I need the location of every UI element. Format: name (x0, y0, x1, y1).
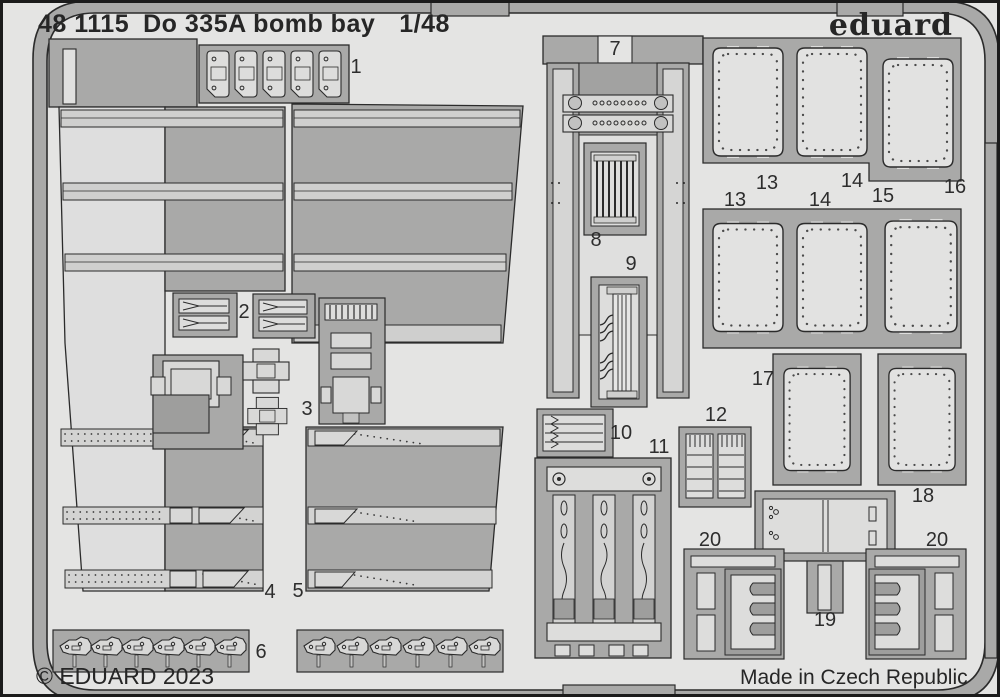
part-number-label: 15 (871, 185, 895, 207)
panel-14 (795, 46, 869, 158)
panel-row-2 (702, 208, 962, 349)
frame-right-strip (984, 142, 997, 659)
brand-logo: eduard (828, 8, 953, 43)
part-1-clips (198, 44, 350, 104)
part-number-label: 3 (301, 398, 313, 420)
part-number-label: 20 (698, 529, 722, 551)
part-number-label: 7 (609, 38, 621, 60)
part-number-label: 14 (840, 170, 864, 192)
etched-slot (62, 48, 77, 105)
sheet-scale: 1/48 (399, 10, 450, 38)
part-number-label: 19 (813, 609, 837, 631)
door-panel-dark-upper-right (291, 103, 524, 344)
part-3-assembly (150, 297, 386, 450)
part-2-forks (172, 292, 316, 339)
part-number-label: 17 (751, 368, 775, 390)
copyright-text: © EDUARD 2023 (36, 663, 215, 689)
part-6-hinges (52, 629, 504, 673)
part-number-label: 2 (238, 301, 250, 323)
dotted-bars (562, 94, 674, 133)
panel-16 (881, 55, 955, 171)
panel-row-3 (772, 353, 967, 486)
origin-text: Made in Czech Republic (740, 666, 968, 689)
part-number-label: 20 (925, 529, 949, 551)
panel-15 (883, 217, 959, 336)
part-10-comb (536, 408, 614, 458)
left-door-assembly (48, 38, 524, 592)
panel-13 (711, 46, 785, 158)
panel-row-1 (702, 37, 962, 182)
part-number-label: 9 (625, 253, 637, 275)
part-number-label: 1 (350, 56, 362, 78)
sheet-header: 48 1115 Do 335A bomb bay 1/48 (38, 10, 450, 39)
part-11-frame (534, 457, 672, 659)
panel-18 (887, 365, 957, 474)
part-number-label: 11 (648, 436, 670, 458)
part-8-radiator (578, 134, 658, 336)
frame-notch (836, 3, 904, 17)
frame-notch (430, 3, 510, 17)
part-number-label: 6 (255, 641, 267, 663)
part-number-label: 8 (590, 229, 602, 251)
catalog-number: 48 1115 (38, 10, 130, 38)
panel-14b (795, 220, 869, 335)
part-number-label: 12 (704, 404, 728, 426)
door-rib-bands (60, 109, 521, 343)
panel-13b (711, 220, 785, 335)
panel-17 (782, 365, 852, 474)
fret-frame (32, 3, 997, 694)
part-20-bracket-left (683, 548, 785, 660)
sheet-title: Do 335A bomb bay (143, 10, 376, 38)
door-panel-light (58, 106, 166, 592)
part-12-combs (678, 426, 752, 508)
part-number-label: 4 (264, 581, 276, 603)
part-number-label: 5 (292, 580, 304, 602)
part-20-bracket-right (865, 548, 967, 660)
part-9-pipes (590, 276, 648, 408)
rivet-rows (64, 432, 424, 586)
part-number-label: 18 (911, 485, 935, 507)
part-number-label: 14 (808, 189, 832, 211)
frame-notch (562, 684, 676, 694)
part-number-label: 16 (943, 176, 967, 198)
part-number-label: 13 (723, 189, 747, 211)
fret-illustration (32, 3, 997, 694)
part-number-label: 13 (755, 172, 779, 194)
part-number-label: 10 (609, 422, 633, 444)
